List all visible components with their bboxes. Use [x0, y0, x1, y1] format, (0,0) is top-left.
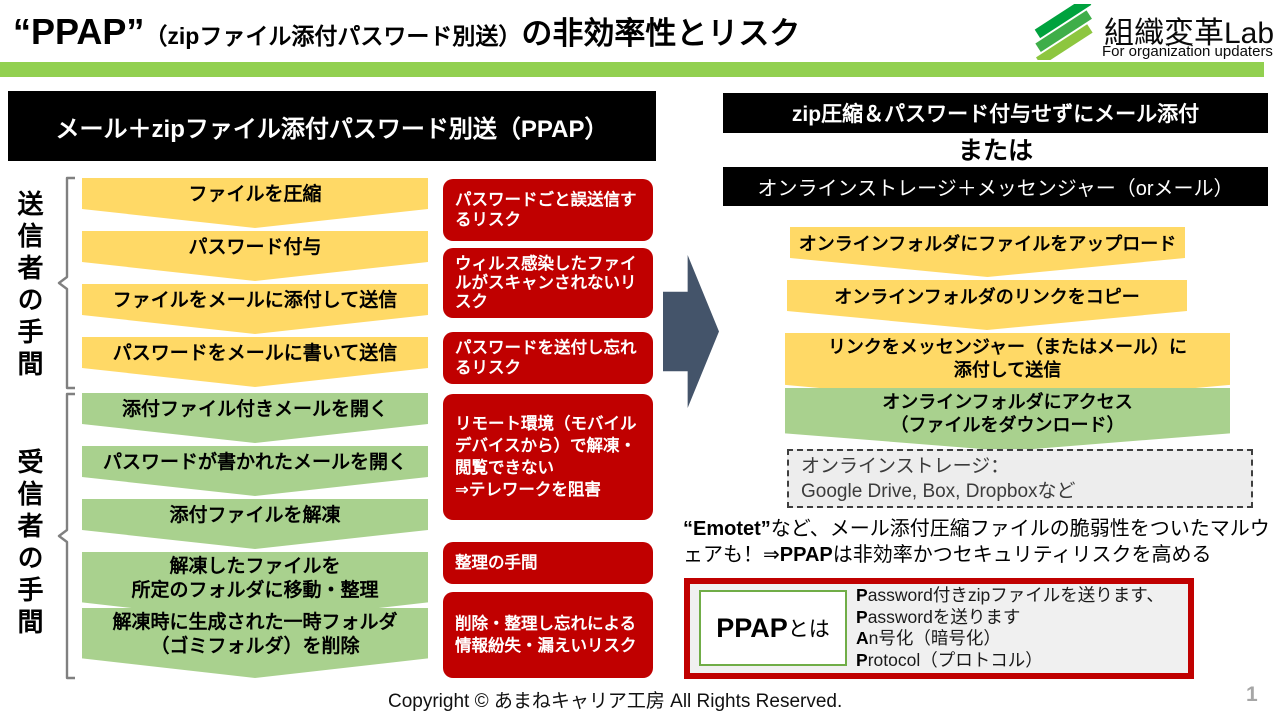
receiver-duty-label: 受信者の手間 — [14, 448, 44, 640]
risk-box: パスワードごと誤送信するリスク — [443, 179, 653, 241]
transform-arrow-icon — [663, 255, 719, 408]
title-ppap: “PPAP” — [13, 11, 145, 52]
receiver-bracket — [57, 392, 75, 680]
sender-step: ファイルをメールに添付して送信 — [82, 284, 428, 334]
alt-method-1: zip圧縮＆パスワード付与せずにメール添付 — [723, 93, 1268, 133]
alt-step: オンラインフォルダにファイルをアップロード — [790, 227, 1185, 277]
ppap-definition-line: Passwordを送ります — [856, 606, 1021, 627]
risk-box: 整理の手間 — [443, 542, 653, 584]
or-label: または — [957, 137, 1033, 165]
alt-step: オンラインフォルダにアクセス （ファイルをダウンロード） — [785, 388, 1230, 451]
logo-name: 組織変革Lab — [1104, 17, 1275, 50]
ppap-definition-box: PPAP とは Password付きzipファイルを送ります、 Password… — [684, 578, 1194, 679]
ppap-flow-header: メール＋zipファイル添付パスワード別送（PPAP） — [8, 91, 656, 161]
warning-emotet: “Emotet” — [683, 518, 771, 540]
receiver-step: 添付ファイル付きメールを開く — [82, 393, 428, 443]
sender-bracket — [57, 176, 75, 390]
logo-swoosh-icon — [1034, 4, 1093, 60]
sender-step: ファイルを圧縮 — [82, 178, 428, 228]
title-paren: （zipファイル添付パスワード別送） — [144, 23, 522, 49]
storage-note-line1: オンラインストレージ： — [801, 456, 1010, 477]
risk-box: パスワードを送付し忘れるリスク — [443, 332, 653, 384]
alt-step: オンラインフォルダのリンクをコピー — [787, 280, 1187, 330]
sender-duty-label: 送信者の手間 — [14, 190, 44, 382]
receiver-step: 解凍時に生成された一時フォルダ （ゴミフォルダ）を削除 — [82, 608, 428, 678]
storage-note-line2: Google Drive, Box, Dropboxなど — [801, 481, 1076, 502]
ppap-definition-lines: Password付きzipファイルを送ります、 Passwordを送ります An… — [856, 585, 1164, 671]
warning-ppap: PPAP — [779, 544, 833, 566]
copyright: Copyright © あまねキャリア工房 All Rights Reserve… — [388, 691, 843, 712]
malware-warning: “Emotet”など、メール添付圧縮ファイルの脆弱性をついたマルウェアも！⇒PP… — [683, 518, 1270, 566]
ppap-definition-line: An号化（暗号化） — [856, 628, 1001, 648]
risk-box: ウィルス感染したファイルがスキャンされないリスク — [443, 248, 653, 318]
sender-step: パスワード付与 — [82, 231, 428, 281]
sender-step: パスワードをメールに書いて送信 — [82, 337, 428, 387]
receiver-step: パスワードが書かれたメールを開く — [82, 446, 428, 496]
receiver-step: 添付ファイルを解凍 — [82, 499, 428, 549]
title-suffix: の非効率性とリスク — [521, 16, 801, 51]
title-underline-bar — [0, 62, 1264, 77]
slide-title: “PPAP” （zipファイル添付パスワード別送） の非効率性とリスク — [13, 8, 800, 53]
storage-note: オンラインストレージ： Google Drive, Box, Dropboxなど — [787, 449, 1253, 508]
risk-box: 削除・整理し忘れによる情報紛失・漏えいリスク — [443, 592, 653, 678]
page-number: 1 — [1246, 683, 1258, 706]
ppap-definition-line: Protocol（プロトコル） — [856, 649, 1043, 670]
risk-box: リモート環境（モバイルデバイスから）で解凍・閲覧できない ⇒テレワークを阻害 — [443, 394, 653, 520]
alt-method-2: オンラインストレージ＋メッセンジャー（orメール） — [723, 167, 1268, 206]
ppap-term: PPAP とは — [699, 590, 847, 666]
logo-tagline: For organization updaters — [1102, 43, 1273, 60]
ppap-definition-line: Password付きzipファイルを送ります、 — [856, 585, 1164, 605]
